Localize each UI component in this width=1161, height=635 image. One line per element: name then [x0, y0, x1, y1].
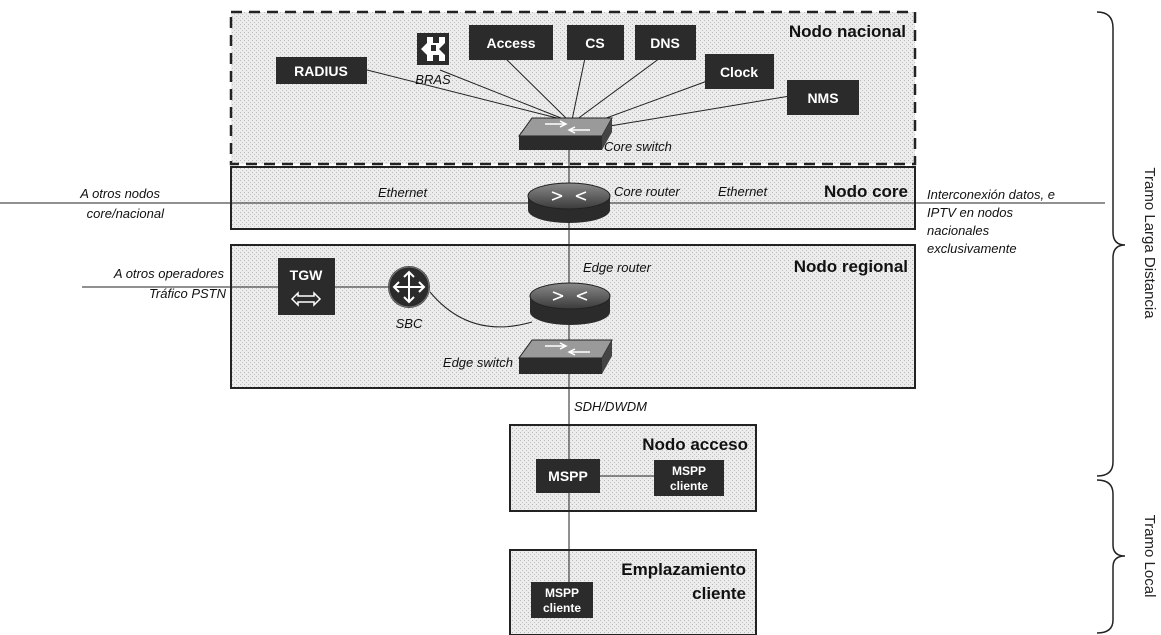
- radius-box[interactable]: RADIUS: [276, 57, 367, 84]
- tramo-local-brace: [1096, 479, 1126, 634]
- mspp-cliente-label-1: MSPP: [545, 586, 579, 600]
- tramo-larga-distancia-label: Tramo Larga Distancia: [1141, 167, 1158, 319]
- interconexion-label-4: exclusivamente: [927, 241, 1017, 256]
- edge-router-label: Edge router: [583, 260, 652, 275]
- emplazamiento-title-1: Emplazamiento: [621, 560, 746, 579]
- core-router-icon[interactable]: [527, 182, 611, 223]
- otros-nodos-label-2: core/nacional: [87, 206, 165, 221]
- cs-label: CS: [585, 35, 604, 51]
- bras-label: BRAS: [415, 72, 451, 87]
- otros-operadores-label-1: A otros operadores: [113, 266, 225, 281]
- edge-switch-label: Edge switch: [443, 355, 513, 370]
- sbc-label: SBC: [396, 316, 423, 331]
- core-switch-icon[interactable]: [518, 117, 613, 150]
- nms-box[interactable]: NMS: [787, 80, 859, 115]
- ethernet-left-label: Ethernet: [378, 185, 429, 200]
- bidirectional-arrow-icon: [290, 291, 322, 307]
- edge-switch-icon[interactable]: [518, 339, 613, 374]
- tgw-label: TGW: [290, 267, 323, 283]
- core-switch-label: Core switch: [604, 139, 672, 154]
- clock-box[interactable]: Clock: [705, 54, 774, 89]
- interconexion-label-3: nacionales: [927, 223, 990, 238]
- access-box[interactable]: Access: [469, 25, 553, 60]
- nodo-regional-title: Nodo regional: [794, 257, 908, 276]
- otros-operadores-label-2: Tráfico PSTN: [149, 286, 227, 301]
- ethernet-right-label: Ethernet: [718, 184, 769, 199]
- nodo-acceso-title: Nodo acceso: [642, 435, 748, 454]
- cs-box[interactable]: CS: [567, 25, 624, 60]
- nms-label: NMS: [807, 90, 838, 106]
- larga-distancia-brace: [1096, 11, 1126, 477]
- otros-nodos-label-1: A otros nodos: [79, 186, 160, 201]
- mspp-cliente-box-acceso[interactable]: MSPP cliente: [654, 460, 724, 496]
- interconexion-label-2: IPTV en nodos: [927, 205, 1013, 220]
- tramo-local-label: Tramo Local: [1141, 515, 1158, 598]
- mspp-cliente-label-2: cliente: [670, 479, 708, 493]
- core-router-label: Core router: [614, 184, 680, 199]
- clock-label: Clock: [720, 64, 758, 80]
- sdh-dwdm-label: SDH/DWDM: [574, 399, 647, 414]
- access-label: Access: [486, 35, 535, 51]
- radius-label: RADIUS: [294, 63, 348, 79]
- edge-router-icon[interactable]: [529, 282, 611, 325]
- mspp-cliente-label-1: MSPP: [672, 464, 706, 478]
- emplazamiento-title-2: cliente: [692, 584, 746, 603]
- nodo-core-title: Nodo core: [824, 182, 908, 201]
- dns-label: DNS: [650, 35, 680, 51]
- mspp-label: MSPP: [548, 468, 588, 484]
- tgw-box[interactable]: TGW: [278, 258, 335, 315]
- dns-box[interactable]: DNS: [635, 25, 696, 60]
- mspp-cliente-box-emplazamiento[interactable]: MSPP cliente: [531, 582, 593, 618]
- nodo-nacional-title: Nodo nacional: [789, 22, 906, 41]
- bras-icon[interactable]: [417, 33, 449, 65]
- interconexion-label-1: Interconexión datos, e: [927, 187, 1055, 202]
- mspp-cliente-label-2: cliente: [543, 601, 581, 615]
- mspp-box[interactable]: MSPP: [536, 459, 600, 493]
- sbc-icon[interactable]: [388, 266, 430, 308]
